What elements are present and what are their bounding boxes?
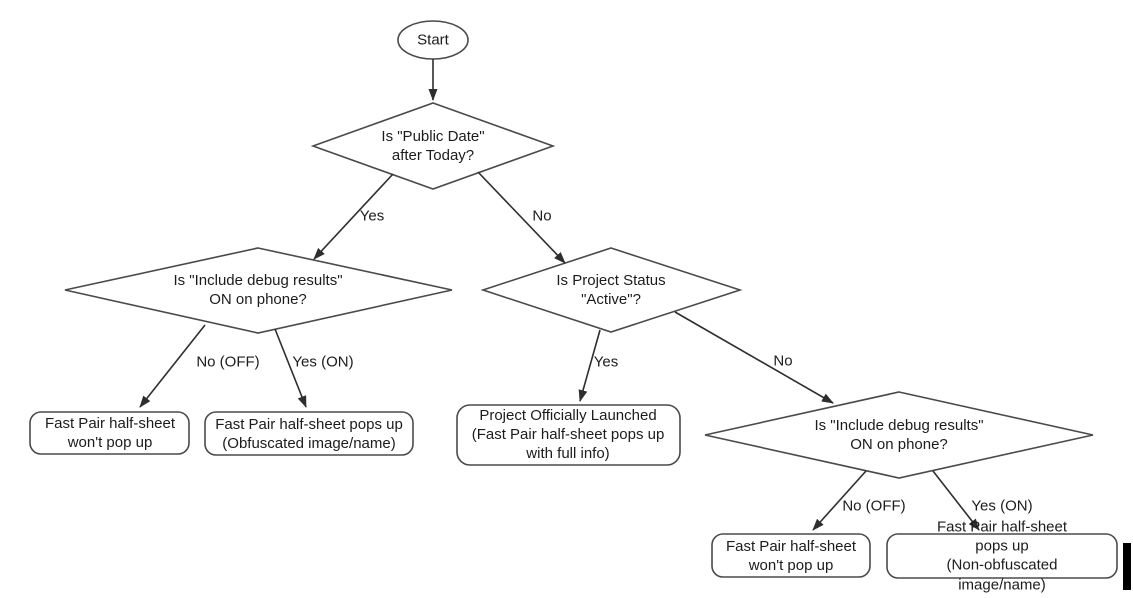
edge-label-no-off-right: No (OFF) <box>842 497 906 515</box>
edge-label-no-top: No <box>532 207 552 225</box>
edge-label-yes-top: Yes <box>359 207 385 225</box>
outcome-no-popup-left-shape <box>29 411 190 455</box>
outcome-launched-shape <box>456 404 681 466</box>
decision-debug-left-shape <box>64 247 453 334</box>
decision-public-date-shape <box>310 102 556 190</box>
edge-yes-on-right <box>932 470 980 531</box>
outcome-non-obfuscated-shape <box>886 533 1118 579</box>
edge-label-yes-status: Yes <box>593 353 619 371</box>
outcome-no-popup-left-label: Fast Pair half-sheet won't pop up <box>44 414 176 451</box>
edge-label-yes-on-left: Yes (ON) <box>292 353 354 371</box>
edge-no-status <box>674 311 834 404</box>
text-cursor-artifact <box>1123 543 1131 590</box>
decision-project-status-shape <box>480 247 743 333</box>
outcome-obfuscated-label: Fast Pair half-sheet pops up (Obfuscated… <box>215 415 403 452</box>
decision-debug-right-shape <box>704 391 1094 479</box>
outcome-obfuscated-shape <box>204 411 414 456</box>
decision-debug-left-label: Is "Include debug results" ON on phone? <box>173 271 343 308</box>
decision-public-date-label: Is "Public Date" after Today? <box>381 127 485 164</box>
start-node-label: Start <box>417 31 449 49</box>
edge-no-off-left <box>139 324 206 408</box>
edge-label-yes-on-right: Yes (ON) <box>971 497 1033 515</box>
edge-yes-on-left <box>274 328 307 408</box>
edge-no-to-project-status <box>477 171 566 264</box>
decision-debug-right-label: Is "Include debug results" ON on phone? <box>814 416 984 453</box>
edge-no-off-right <box>812 470 867 531</box>
outcome-launched-label: Project Officially Launched (Fast Pair h… <box>471 407 665 463</box>
outcome-no-popup-right-shape <box>711 533 871 578</box>
outcome-non-obfuscated-label: Fast Pair half-sheet pops up (Non-obfusc… <box>936 518 1068 594</box>
decision-project-status-label: Is Project Status "Active"? <box>556 271 666 308</box>
edge-yes-status <box>578 329 601 402</box>
edge-yes-to-debug-left <box>313 173 394 260</box>
edge-label-no-off-left: No (OFF) <box>196 353 260 371</box>
edge-label-no-status: No <box>773 352 793 370</box>
outcome-no-popup-right-label: Fast Pair half-sheet won't pop up <box>725 537 857 574</box>
